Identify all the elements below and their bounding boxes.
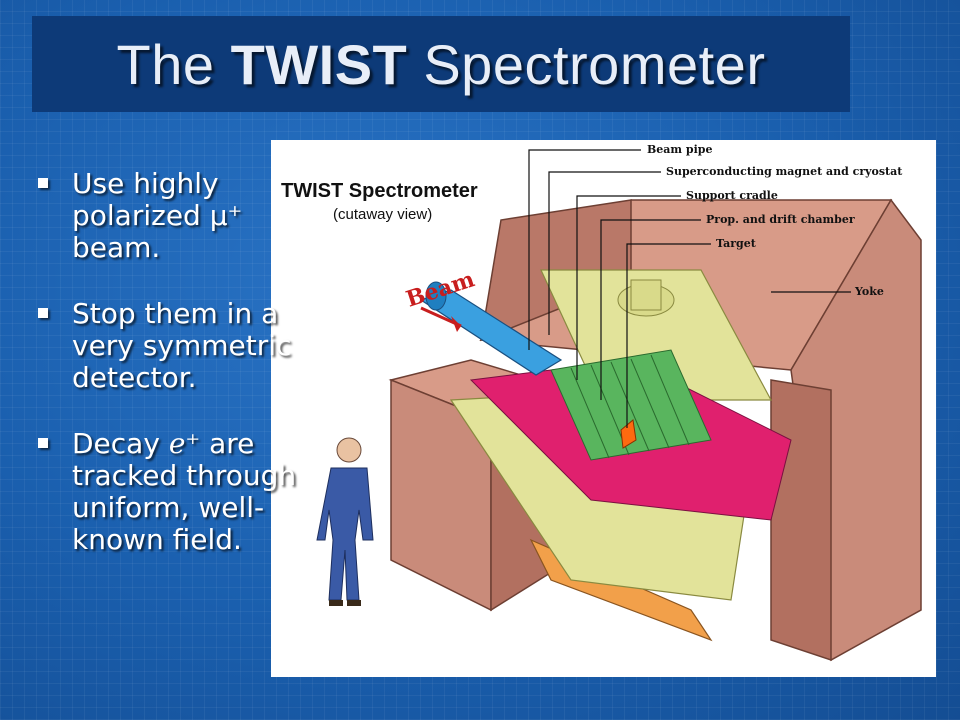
bullet-text-pre: Stop them in a very symmetric detector. [72, 297, 292, 394]
bullet-text-post: beam. [72, 231, 161, 264]
beam-pipe-mouth [425, 281, 447, 311]
bullet-text-post: are tracked through uniform, well-known … [72, 427, 297, 556]
bullet-item: Stop them in a very symmetric detector. [36, 298, 336, 394]
beam-arrow-head [451, 316, 461, 332]
callout-beam-pipe: Beam pipe [647, 143, 713, 156]
figure-subtitle: (cutaway view) [333, 206, 433, 223]
title-prefix: The [116, 32, 231, 96]
title-bold: TWIST [230, 32, 408, 96]
callout-yoke: Yoke [855, 285, 884, 298]
callout-target: Target [716, 237, 756, 250]
bullet-symbol: μ⁺ [209, 199, 243, 232]
title-bar: The TWIST Spectrometer [32, 16, 850, 112]
target [620, 419, 637, 449]
bullet-item: Use highly polarized μ⁺ beam. [36, 168, 336, 264]
chamber-planes [570, 354, 690, 459]
figure-title: TWIST Spectrometer [281, 180, 478, 202]
title-suffix: Spectrometer [407, 32, 766, 96]
slide-title: The TWIST Spectrometer [117, 32, 766, 97]
yoke-right-front [770, 379, 832, 662]
bullet-list: Use highly polarized μ⁺ beam. Stop them … [36, 168, 336, 590]
magnet-turret [630, 279, 662, 311]
bullet-square-icon [38, 438, 48, 448]
bullet-symbol: e⁺ [168, 427, 201, 460]
bullet-text-pre: Decay [72, 427, 169, 460]
bullet-text-pre: Use highly polarized [72, 167, 219, 232]
bullet-square-icon [38, 308, 48, 318]
cutaway-illustration [316, 149, 922, 662]
callout-chambers: Prop. and drift chamber [706, 213, 855, 226]
bullet-item: Decay e⁺ are tracked through uniform, we… [36, 428, 336, 556]
callout-lines [528, 149, 851, 428]
callout-cradle: Support cradle [686, 189, 778, 202]
spectrometer-figure: TWIST Spectrometer (cutaway view) Beam B… [271, 140, 936, 677]
bullet-square-icon [38, 178, 48, 188]
chamber-stack [550, 349, 712, 461]
callout-magnet: Superconducting magnet and cryostat [666, 165, 903, 178]
person-figure [316, 437, 374, 606]
